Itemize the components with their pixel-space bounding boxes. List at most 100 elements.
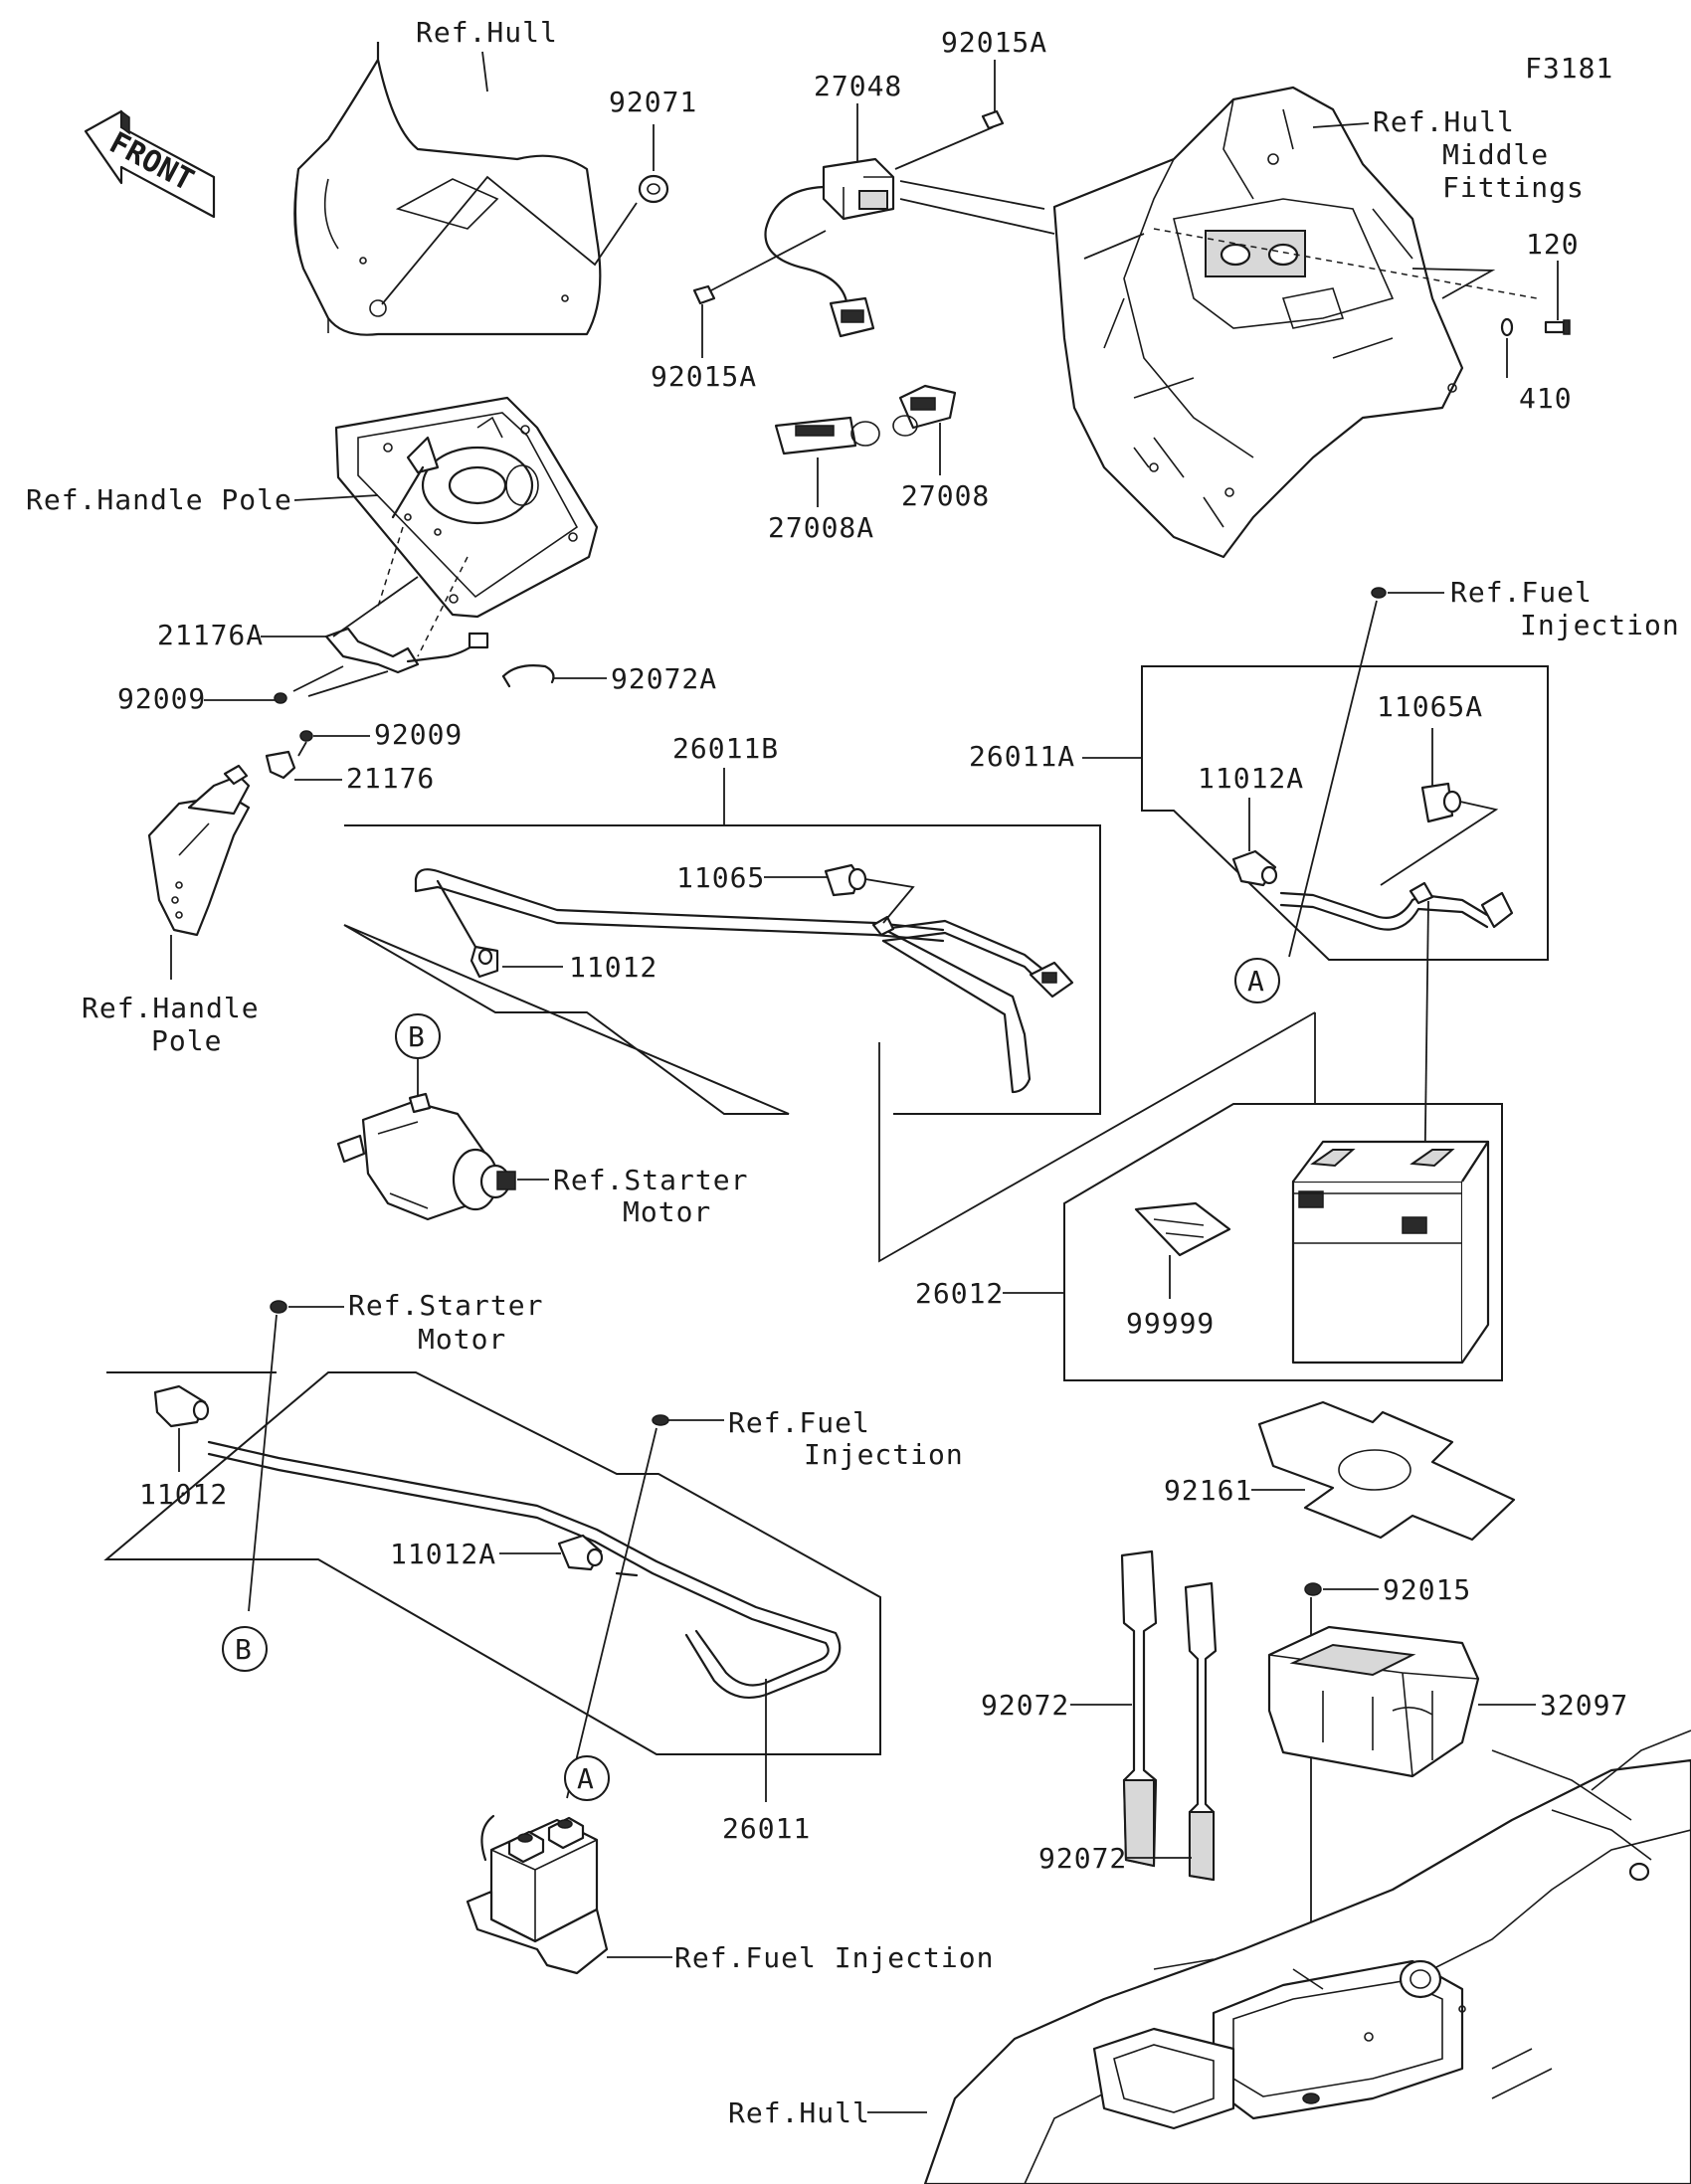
ref-handle-pole-bottom-label-1: Ref.Handle (82, 992, 260, 1024)
ref-starter-motor-top-label-1: Ref.Starter (553, 1164, 748, 1196)
grommet-92071 (638, 174, 669, 204)
starter-relay (466, 1814, 609, 1975)
nut-ref-starter-motor-mid (270, 1300, 287, 1314)
ref-handle-pole-bottom-label-2: Pole (151, 1024, 222, 1057)
ref-starter-motor-mid-label-2: Motor (418, 1323, 506, 1356)
ref-hull-middle-label-2: Middle (1442, 138, 1549, 171)
box-26011B (343, 824, 1101, 1115)
screw-92009-b (299, 730, 313, 742)
part-11065A-label: 11065A (1377, 690, 1483, 723)
callout-A-bottom: A (564, 1755, 610, 1801)
front-arrow-icon: FRONT (84, 109, 216, 219)
cap-11065 (824, 863, 867, 897)
part-26011A-label: 26011A (969, 740, 1075, 773)
part-11012-top-label: 11012 (569, 951, 658, 984)
part-27048-label: 27048 (814, 70, 902, 102)
box-26012 (1063, 1103, 1503, 1381)
nut-ref-fuel-injection-top (1371, 587, 1387, 599)
part-26012-label: 26012 (915, 1277, 1004, 1310)
hull-92071-leader (381, 175, 638, 305)
cap-11012-top (470, 945, 499, 979)
part-410-label: 410 (1519, 382, 1573, 415)
bolt-120 (1544, 319, 1571, 335)
handle-pole-top (334, 396, 599, 619)
washer-410 (1500, 317, 1514, 337)
front-label: FRONT (103, 125, 199, 198)
part-92161-label: 92161 (1164, 1474, 1252, 1507)
part-32097-label: 32097 (1540, 1689, 1628, 1722)
ref-hull-top-leader (481, 51, 488, 92)
part-92009-b-label: 92009 (374, 718, 463, 751)
clip-92015A-bottom (692, 284, 716, 305)
cap-11012A-top (1231, 849, 1278, 887)
ref-starter-motor-top-label-2: Motor (623, 1195, 711, 1228)
ref-hull-middle-label-1: Ref.Hull (1373, 105, 1515, 138)
clip-92015A-top (981, 109, 1005, 130)
cap-11065A (1420, 782, 1462, 823)
cap-11012-bottom (153, 1384, 210, 1428)
part-11065-label: 11065 (676, 861, 765, 894)
figure-code: F3181 (1525, 52, 1613, 85)
bracket-21176A (324, 627, 489, 674)
part-11012A-top-label: 11012A (1198, 762, 1304, 795)
part-92071-label: 92071 (609, 86, 697, 118)
key-27008A (774, 416, 880, 455)
part-26011B-label: 26011B (672, 732, 779, 765)
ref-hull-top-label: Ref.Hull (416, 16, 558, 49)
hull-middle-fittings (1052, 86, 1464, 559)
ref-starter-motor-mid-label-1: Ref.Starter (348, 1289, 543, 1322)
part-21176-label: 21176 (346, 762, 435, 795)
svg-text:B: B (235, 1633, 253, 1666)
pad-92161 (1257, 1400, 1516, 1542)
ref-hull-bottom-label: Ref.Hull (728, 2096, 870, 2129)
handle-pole-bottom (147, 764, 251, 937)
svg-text:A: A (1247, 965, 1265, 998)
part-21176A-label: 21176A (157, 619, 264, 651)
part-92009-a-label: 92009 (117, 682, 206, 715)
strap-92072-a (1120, 1549, 1158, 1868)
screw-92009-a (274, 692, 287, 704)
hull-panel-top (293, 42, 602, 336)
part-92072-b-label: 92072 (1038, 1842, 1127, 1875)
part-27008-label: 27008 (901, 479, 990, 512)
ref-fuel-injection-mid-label-2: Injection (804, 1438, 964, 1471)
clamp-92072A (501, 664, 555, 688)
ref-hull-middle-label-3: Fittings (1442, 171, 1585, 204)
ref-fuel-injection-top-label-1: Ref.Fuel (1450, 576, 1593, 609)
part-92072-a-label: 92072 (981, 1689, 1069, 1722)
cable-26011 (207, 1440, 842, 1699)
bracket-21176 (265, 750, 296, 780)
cap-11012A-bottom (557, 1534, 604, 1571)
key-27008 (892, 384, 957, 437)
hull-bottom (923, 1729, 1691, 2184)
box-26011 (103, 1371, 881, 1755)
part-120-label: 120 (1526, 228, 1580, 261)
ref-fuel-injection-bottom-label: Ref.Fuel Injection (674, 1941, 994, 1974)
callout-B-top: B (395, 1013, 441, 1059)
part-92015-label: 92015 (1383, 1573, 1471, 1606)
ref-fuel-injection-top-label-2: Injection (1520, 609, 1680, 641)
callout-A-top: A (1234, 958, 1280, 1003)
starter-motor (336, 1092, 516, 1221)
nut-ref-fuel-injection-mid (652, 1414, 669, 1426)
switch-27048 (764, 157, 895, 338)
ref-fuel-injection-mid-label-1: Ref.Fuel (728, 1406, 870, 1439)
cable-26011B (414, 868, 1074, 1094)
part-11012-bottom-label: 11012 (139, 1478, 228, 1511)
part-99999-label: 99999 (1126, 1307, 1215, 1340)
part-92015A-bottom-label: 92015A (651, 360, 757, 393)
tray-32097 (1267, 1625, 1480, 1778)
callout-B-bottom: B (222, 1626, 268, 1672)
battery-26012 (1291, 1140, 1490, 1365)
svg-text:B: B (408, 1020, 426, 1053)
ref-handle-pole-top-label: Ref.Handle Pole (26, 483, 292, 516)
strap-92072-b (1184, 1581, 1218, 1882)
svg-text:A: A (577, 1762, 595, 1795)
part-92072A-label: 92072A (611, 662, 717, 695)
box-26011A (1141, 665, 1549, 961)
part-92015A-top-label: 92015A (941, 26, 1047, 59)
part-11012A-bottom-label: 11012A (390, 1538, 496, 1570)
part-27008A-label: 27008A (768, 511, 874, 544)
cable-26011A (1279, 881, 1514, 931)
